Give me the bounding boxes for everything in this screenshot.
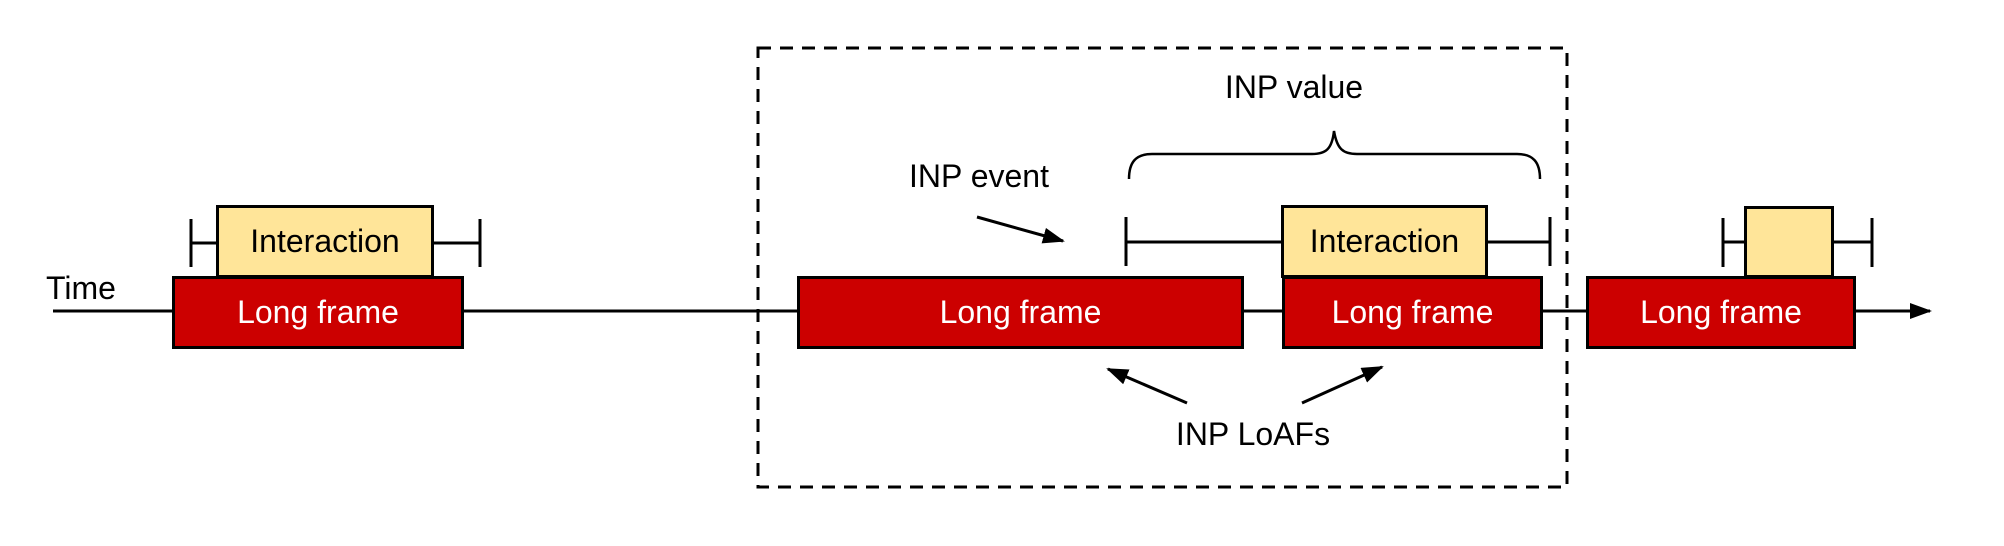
inp-event-label: INP event bbox=[909, 158, 1049, 194]
inp-value-brace bbox=[1127, 130, 1542, 180]
inp-loafs-arrow-left bbox=[1106, 367, 1188, 405]
time-axis-label: Time bbox=[46, 270, 116, 306]
inp-value-label: INP value bbox=[1224, 69, 1364, 105]
inp-window-dashed-box bbox=[756, 46, 1569, 489]
interaction-box-3 bbox=[1744, 206, 1834, 278]
interaction-1-duration-ibeam bbox=[189, 219, 482, 267]
long-frame-box-4: Long frame bbox=[1586, 276, 1856, 349]
inp-loafs-arrow-right bbox=[1301, 365, 1384, 405]
interaction-box-2: Interaction bbox=[1281, 205, 1488, 278]
long-frame-box-2-label: Long frame bbox=[939, 294, 1102, 330]
interaction-3-duration-ibeam bbox=[1721, 218, 1874, 267]
inp-loafs-label: INP LoAFs bbox=[1175, 416, 1331, 452]
long-frame-box-1-label: Long frame bbox=[237, 294, 399, 330]
interaction-box-1: Interaction bbox=[216, 205, 434, 278]
long-frame-box-3: Long frame bbox=[1282, 276, 1543, 349]
long-frame-box-4-label: Long frame bbox=[1640, 294, 1802, 330]
long-frame-box-3-label: Long frame bbox=[1331, 294, 1494, 330]
interaction-2-duration-ibeam bbox=[1124, 217, 1552, 266]
interaction-box-2-label: Interaction bbox=[1309, 223, 1460, 259]
inp-event-arrow bbox=[976, 215, 1065, 244]
long-frame-box-2: Long frame bbox=[797, 276, 1244, 349]
long-frame-box-1: Long frame bbox=[172, 276, 464, 349]
interaction-box-1-label: Interaction bbox=[250, 223, 400, 259]
